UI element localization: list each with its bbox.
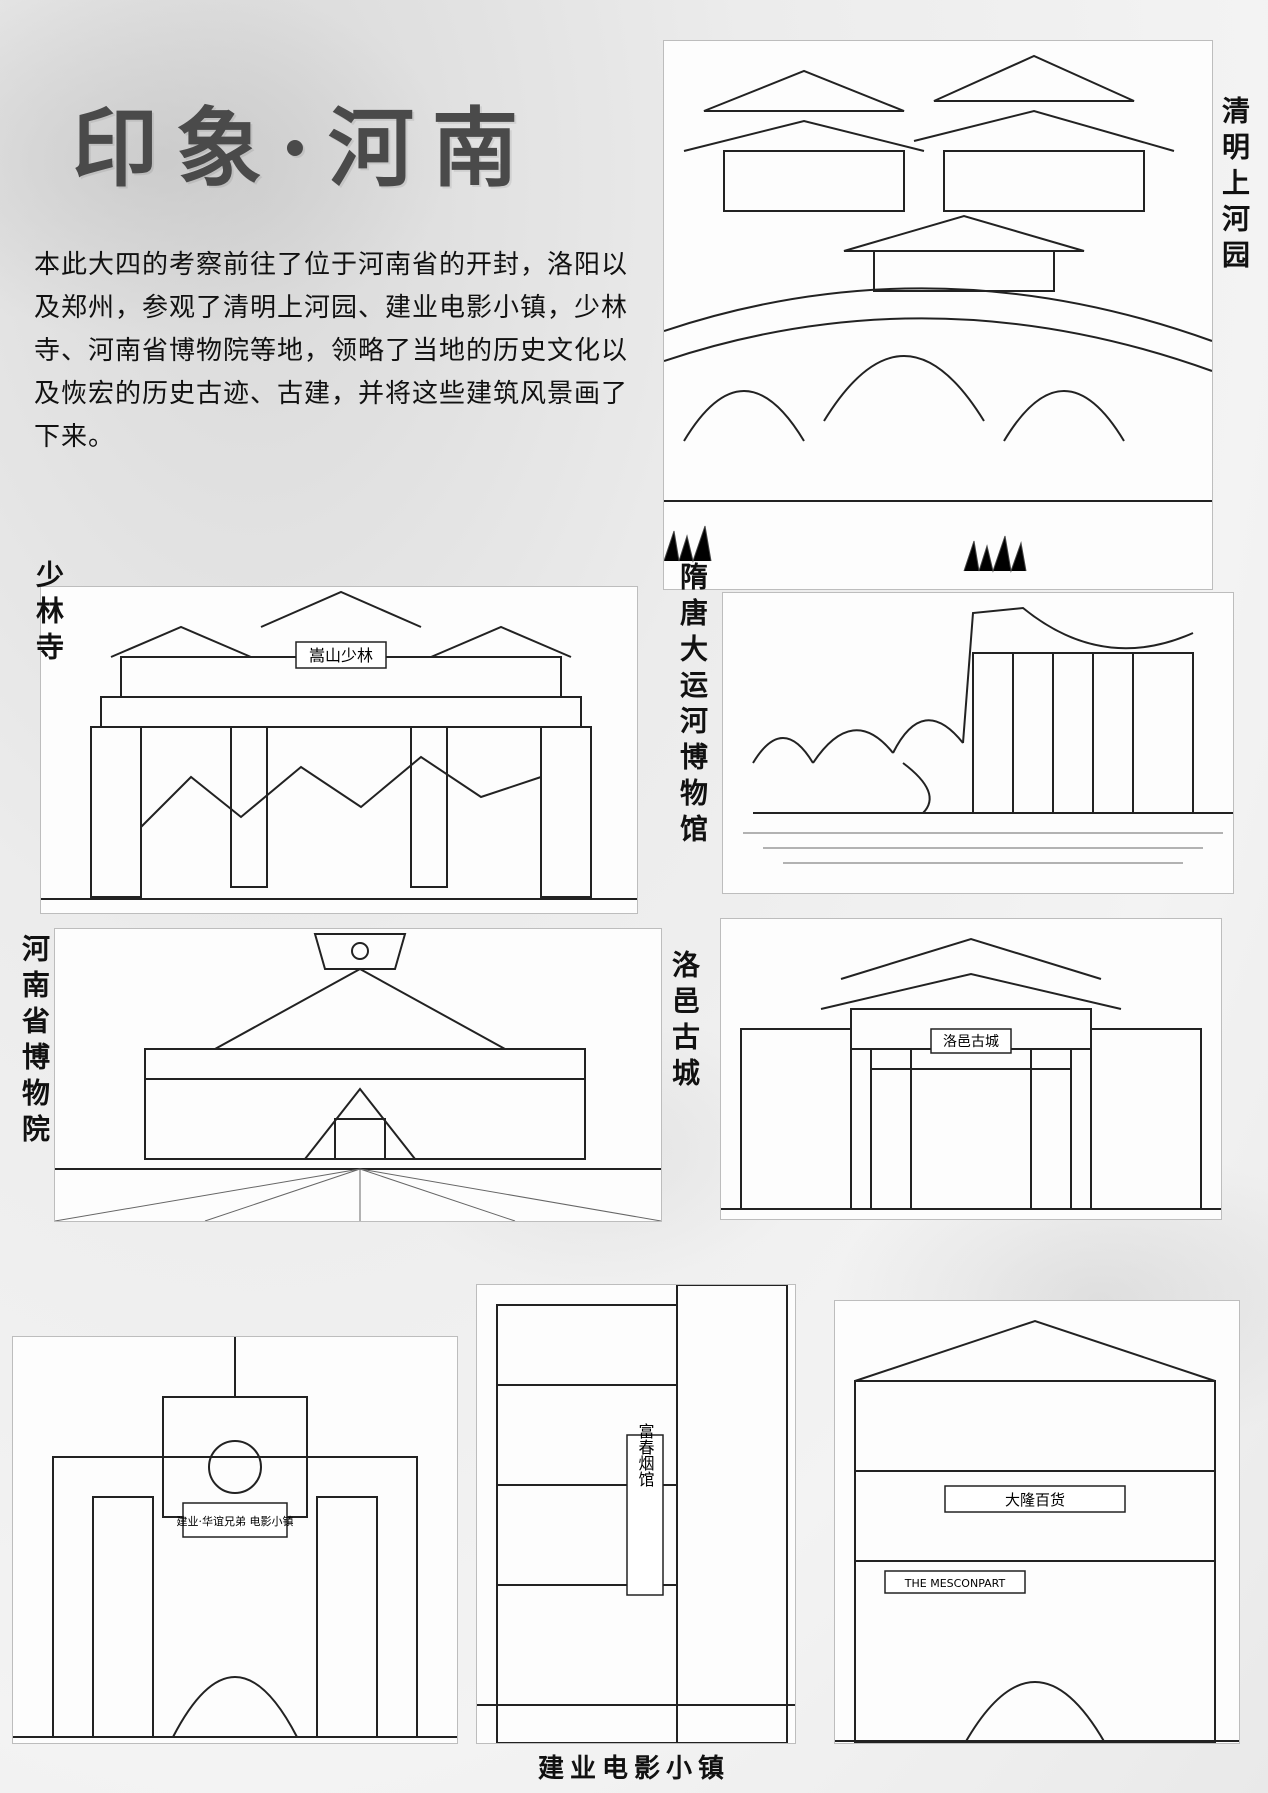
luoyi-sign-text: 洛邑古城 bbox=[943, 1034, 999, 1050]
label-qingming: 清明上河园 bbox=[1218, 96, 1251, 276]
qingming-garden-drawing bbox=[664, 54, 1212, 573]
label-luoyi: 洛邑古城 bbox=[668, 950, 701, 1094]
jianye-store-english-sign-text: THE MESCONPART bbox=[904, 1577, 1006, 1590]
jianye-tower-drawing: 建业·华谊兄弟 电影小镇 bbox=[13, 1337, 457, 1738]
jianye-street-drawing: 富春烟馆 bbox=[477, 1285, 795, 1743]
jianye-department-store-drawing: 大隆百货 THE MESCONPART bbox=[835, 1319, 1239, 1743]
label-shaolin: 少林寺 bbox=[32, 560, 65, 668]
label-canal-museum: 隋唐大运河博物馆 bbox=[676, 562, 709, 850]
jianye-shop-sign-text: 富春烟馆 bbox=[636, 1423, 655, 1487]
sketch-luoyi-ancient-city: 洛邑古城 bbox=[720, 918, 1222, 1220]
luoyi-gate-drawing: 洛邑古城 bbox=[721, 937, 1221, 1210]
sketch-jianye-street: 富春烟馆 bbox=[476, 1284, 796, 1744]
canal-museum-drawing bbox=[743, 606, 1233, 864]
sketch-shaolin-temple: 嵩山少林 bbox=[40, 586, 638, 914]
label-jianye: 建业电影小镇 bbox=[537, 1754, 730, 1784]
sketch-qingming-shanghe-garden bbox=[663, 40, 1213, 590]
henan-museum-drawing bbox=[55, 933, 661, 1221]
label-henan-museum: 河南省博物院 bbox=[18, 934, 51, 1150]
jianye-store-sign-text: 大隆百货 bbox=[1005, 1491, 1065, 1509]
sketch-henan-museum bbox=[54, 928, 662, 1222]
intro-paragraph: 本此大四的考察前往了位于河南省的开封，洛阳以及郑州，参观了清明上河园、建业电影小… bbox=[34, 250, 629, 452]
shaolin-gate-drawing: 嵩山少林 bbox=[41, 590, 637, 900]
jianye-tower-sign-text: 建业·华谊兄弟 电影小镇 bbox=[177, 1514, 294, 1528]
sketch-canal-museum bbox=[722, 592, 1234, 894]
sketch-jianye-tower: 建业·华谊兄弟 电影小镇 bbox=[12, 1336, 458, 1744]
page-title: 印象·河南 bbox=[72, 98, 536, 199]
shaolin-sign-text: 嵩山少林 bbox=[309, 646, 373, 665]
sketch-jianye-department-store: 大隆百货 THE MESCONPART bbox=[834, 1300, 1240, 1744]
